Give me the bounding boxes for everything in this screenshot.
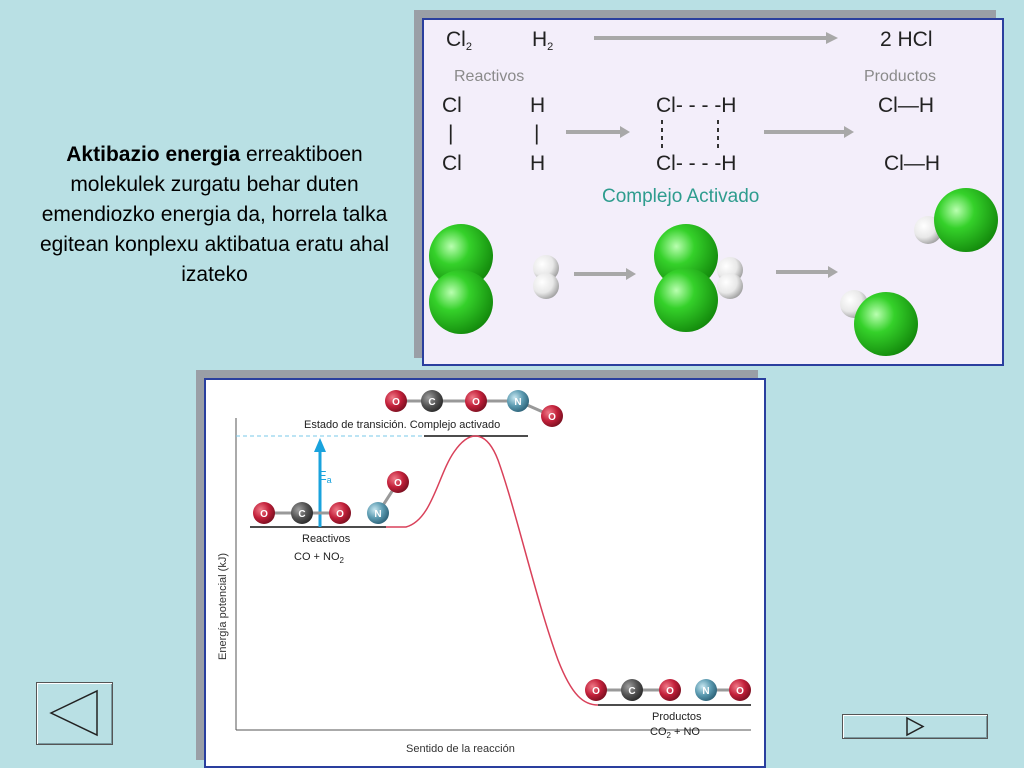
chlorine-atom bbox=[854, 292, 918, 356]
chlorine-atom bbox=[429, 224, 493, 288]
chlorine-atom bbox=[934, 188, 998, 252]
products-label: Productos bbox=[652, 711, 702, 723]
next-slide-button[interactable] bbox=[842, 714, 988, 739]
reactant-molecules: O C O N O bbox=[253, 471, 409, 524]
transition-label: Estado de transición. Complejo activado bbox=[304, 419, 500, 431]
description-rest: erreaktiboen molekulek zurgatu behar dut… bbox=[39, 143, 390, 286]
hydrogen-atom bbox=[717, 273, 743, 299]
reactant-cl-top: Cl bbox=[442, 94, 462, 117]
atom-label-o: O bbox=[260, 509, 268, 520]
reactant-bond-h: | bbox=[534, 122, 540, 145]
ea-label: Ea bbox=[318, 468, 332, 485]
reactant-h-top: H bbox=[530, 94, 546, 117]
complex-top: Cl- - - -H bbox=[656, 94, 737, 117]
x-axis-label: Sentido de la reacción bbox=[406, 743, 515, 755]
previous-slide-button[interactable] bbox=[36, 682, 113, 745]
atom-label-n: N bbox=[702, 686, 709, 697]
atom-label-n: N bbox=[374, 509, 381, 520]
arrow-complex-to-products bbox=[764, 126, 854, 138]
carbon-atom bbox=[291, 502, 313, 524]
energy-diagram: Energía potencial (kJ) Sentido de la rea… bbox=[217, 390, 751, 755]
description-bold: Aktibazio energia bbox=[66, 143, 241, 166]
oxygen-atom bbox=[729, 679, 751, 701]
equation-arrow bbox=[594, 32, 838, 44]
product-hcl-bottom: Cl—H bbox=[884, 152, 940, 175]
chlorine-atom bbox=[654, 224, 718, 288]
atom-label-o: O bbox=[394, 478, 402, 489]
arrow-molecules-2 bbox=[776, 266, 838, 278]
triangle-left-icon bbox=[49, 689, 98, 737]
chlorine-atom bbox=[429, 270, 493, 334]
atom-label-o: O bbox=[472, 397, 480, 408]
oxygen-atom bbox=[465, 390, 487, 412]
complejo-activado-label: Complejo Activado bbox=[602, 186, 760, 207]
equation-product: 2 HCl bbox=[880, 28, 933, 51]
nitrogen-atom bbox=[507, 390, 529, 412]
atom-label-o: O bbox=[336, 509, 344, 520]
atom-label-c: C bbox=[428, 397, 435, 408]
y-axis-label: Energía potencial (kJ) bbox=[217, 553, 229, 660]
hydrogen-atom bbox=[533, 255, 559, 281]
productos-label: Productos bbox=[864, 68, 937, 85]
description-text: Aktibazio energia erreaktiboen molekulek… bbox=[22, 140, 407, 290]
atom-label-o: O bbox=[666, 686, 674, 697]
oxygen-atom bbox=[387, 471, 409, 493]
reaction-graphics bbox=[429, 32, 998, 356]
reactant-bond-cl: | bbox=[448, 122, 454, 145]
atom-label-c: C bbox=[298, 509, 305, 520]
reactant-cl-bottom: Cl bbox=[442, 152, 462, 175]
chlorine-atom bbox=[654, 268, 718, 332]
reactant-h-bottom: H bbox=[530, 152, 546, 175]
nitrogen-atom bbox=[695, 679, 717, 701]
atom-label-o: O bbox=[392, 397, 400, 408]
oxygen-atom bbox=[585, 679, 607, 701]
carbon-atom bbox=[421, 390, 443, 412]
oxygen-atom bbox=[385, 390, 407, 412]
reactants-formula: CO + NO2 bbox=[294, 551, 345, 565]
oxygen-atom bbox=[253, 502, 275, 524]
reactants-label: Reactivos bbox=[302, 533, 351, 545]
triangle-right-icon bbox=[906, 716, 925, 737]
arrow-molecules-1 bbox=[574, 268, 636, 280]
reactivos-label: Reactivos bbox=[454, 68, 525, 85]
complex-bottom: Cl- - - -H bbox=[656, 152, 737, 175]
atom-label-c: C bbox=[628, 686, 635, 697]
hcl-reaction-panel: Cl2 H2 2 HCl Reactivos Productos Cl H | … bbox=[422, 18, 1004, 366]
equation-cl2: Cl2 bbox=[446, 28, 472, 53]
product-molecules: O C O N O bbox=[585, 679, 751, 701]
atom-label-o: O bbox=[736, 686, 744, 697]
products-formula: CO2 + NO bbox=[650, 726, 700, 740]
atom-label-o: O bbox=[592, 686, 600, 697]
product-hcl-top: Cl—H bbox=[878, 94, 934, 117]
arrow-reactants-to-complex bbox=[566, 126, 630, 138]
complex-molecules: O C O N O bbox=[385, 390, 563, 427]
hydrogen-atom bbox=[533, 273, 559, 299]
equation-h2: H2 bbox=[532, 28, 554, 53]
energy-diagram-panel: Energía potencial (kJ) Sentido de la rea… bbox=[204, 378, 766, 768]
nitrogen-atom bbox=[367, 502, 389, 524]
energy-curve bbox=[386, 435, 599, 706]
oxygen-atom bbox=[329, 502, 351, 524]
oxygen-atom bbox=[659, 679, 681, 701]
atom-label-n: N bbox=[514, 397, 521, 408]
oxygen-atom bbox=[541, 405, 563, 427]
carbon-atom bbox=[621, 679, 643, 701]
atom-label-o: O bbox=[548, 412, 556, 423]
